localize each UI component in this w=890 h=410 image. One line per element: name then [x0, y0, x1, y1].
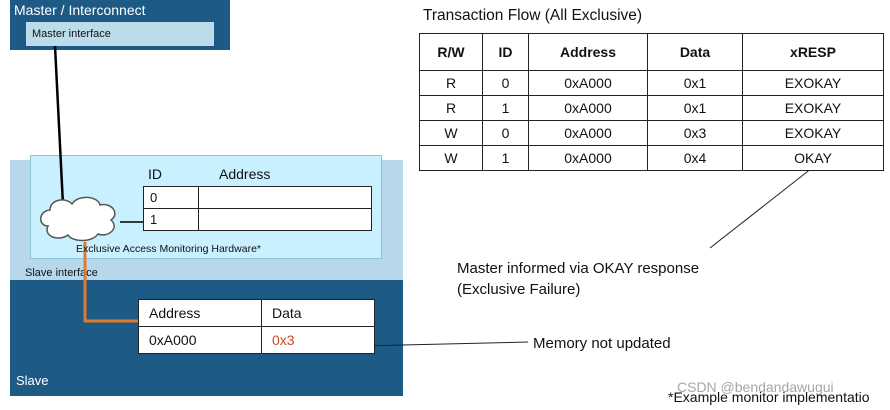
memory-header-address: Address — [138, 299, 262, 327]
tx-cell-data: 0x3 — [647, 120, 743, 146]
tx-cell-address: 0xA000 — [528, 120, 648, 146]
table-row: Address Data — [138, 299, 375, 327]
monitor-row-address — [198, 186, 372, 209]
monitor-header-address: Address — [219, 166, 271, 182]
tx-cell-address: 0xA000 — [528, 95, 648, 121]
tx-cell-data: 0x1 — [647, 95, 743, 121]
memory-pointer-line — [361, 341, 529, 347]
tx-header-xresp: xRESP — [742, 33, 884, 71]
tx-cell-address: 0xA000 — [528, 145, 648, 171]
table-row: W 1 0xA000 0x4 OKAY — [419, 145, 884, 171]
tx-cell-id: 1 — [482, 145, 529, 171]
tx-cell-xresp: EXOKAY — [742, 95, 884, 121]
footnote: *Example monitor implementatio — [668, 389, 870, 405]
tx-cell-id: 0 — [482, 120, 529, 146]
master-to-monitor-wire — [53, 45, 65, 206]
master-title: Master / Interconnect — [14, 2, 146, 18]
tx-header-data: Data — [647, 33, 743, 71]
tx-cell-xresp: EXOKAY — [742, 70, 884, 96]
transaction-title: Transaction Flow (All Exclusive) — [423, 7, 643, 24]
okay-note-line1: Master informed via OKAY response — [457, 260, 700, 277]
monitor-header-id: ID — [148, 166, 162, 182]
tx-cell-xresp: OKAY — [742, 145, 884, 171]
tx-cell-rw: R — [419, 95, 483, 121]
memory-header-data: Data — [261, 299, 375, 327]
tx-cell-xresp: EXOKAY — [742, 120, 884, 146]
monitor-to-memory-wire — [83, 242, 138, 323]
memory-address-value: 0xA000 — [138, 326, 262, 354]
tx-header-address: Address — [528, 33, 648, 71]
okay-note-line2: (Exclusive Failure) — [457, 281, 581, 298]
monitor-cloud-icon — [40, 196, 116, 242]
master-interface-block — [26, 22, 214, 46]
monitor-row-id: 0 — [143, 186, 199, 209]
slave-label: Slave — [16, 373, 49, 388]
watermark: CSDN @bendandawugui — [677, 379, 834, 395]
table-row: 0xA000 0x3 — [138, 326, 375, 354]
memory-not-updated-note: Memory not updated — [533, 335, 671, 352]
memory-data-value: 0x3 — [261, 326, 375, 354]
tx-cell-rw: W — [419, 120, 483, 146]
tx-cell-data: 0x4 — [647, 145, 743, 171]
tx-cell-address: 0xA000 — [528, 70, 648, 96]
table-header-row: R/W ID Address Data xRESP — [419, 33, 884, 71]
tx-cell-data: 0x1 — [647, 70, 743, 96]
tx-header-rw: R/W — [419, 33, 483, 71]
memory-table: Address Data 0xA000 0x3 — [138, 299, 375, 354]
monitor-row-address — [198, 208, 372, 231]
table-row: R 0 0xA000 0x1 EXOKAY — [419, 70, 884, 96]
table-row: 0 — [143, 186, 372, 209]
okay-response-note: Master informed via OKAY response (Exclu… — [457, 258, 699, 300]
monitor-table: 0 1 — [143, 186, 372, 231]
table-row: 1 — [143, 208, 372, 231]
okay-pointer-line — [709, 167, 813, 249]
tx-cell-id: 0 — [482, 70, 529, 96]
tx-cell-rw: W — [419, 145, 483, 171]
table-row: R 1 0xA000 0x1 EXOKAY — [419, 95, 884, 121]
transaction-table: R/W ID Address Data xRESP R 0 0xA000 0x1… — [419, 33, 884, 171]
table-row: W 0 0xA000 0x3 EXOKAY — [419, 120, 884, 146]
monitor-row-id: 1 — [143, 208, 199, 231]
tx-cell-rw: R — [419, 70, 483, 96]
slave-interface-label: Slave interface — [25, 267, 98, 279]
master-interface-label: Master interface — [32, 28, 111, 40]
tx-header-id: ID — [482, 33, 529, 71]
tx-cell-id: 1 — [482, 95, 529, 121]
monitor-caption: Exclusive Access Monitoring Hardware* — [76, 243, 261, 255]
